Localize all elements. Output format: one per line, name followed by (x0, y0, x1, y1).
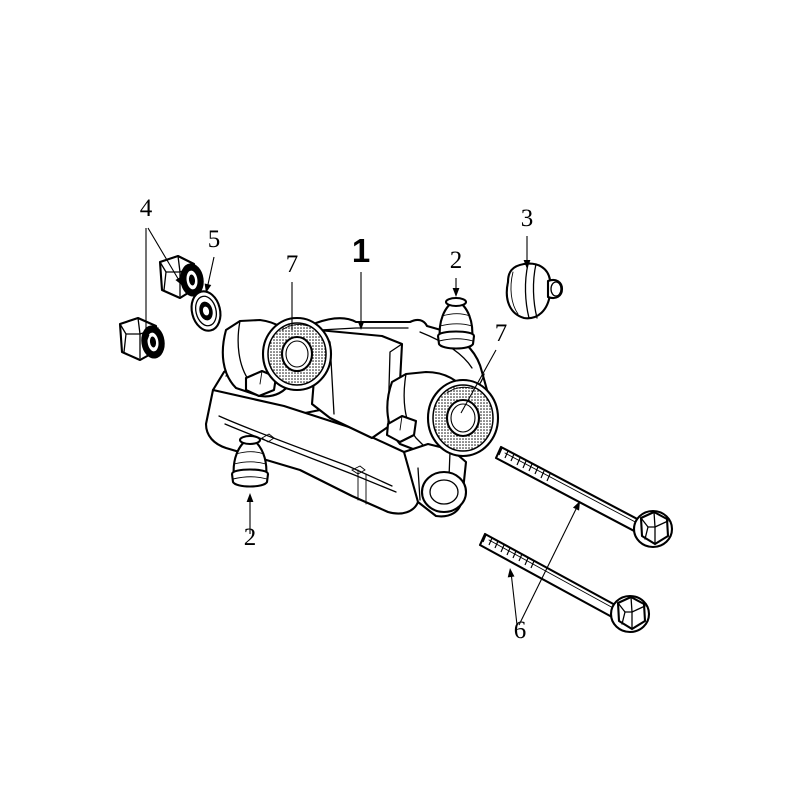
callout-c4-leader-2-arrowhead (175, 276, 183, 286)
callout-label-c5: 5 (208, 226, 221, 253)
callout-c6-leader-2-arrowhead (507, 568, 515, 578)
callout-c4-leader-1-arrowhead (142, 335, 150, 344)
part-lock-nut-lower (118, 316, 165, 362)
callout-label-c7a: 7 (286, 251, 299, 278)
callout-c6-leader-1 (518, 504, 579, 626)
callout-label-c2a: 2 (450, 247, 463, 274)
callout-label-c1: 1 (352, 232, 370, 269)
callout-c4-leader-2 (147, 227, 181, 283)
callout-c2a-leader-arrowhead (452, 288, 460, 297)
callout-c6-leader-1-arrowhead (572, 501, 580, 511)
part-bump-stop-lower (230, 434, 270, 488)
callout-c6-leader-2 (510, 571, 518, 626)
callout-c5-leader-arrowhead (204, 283, 212, 293)
callout-label-c4: 4 (140, 195, 153, 222)
part-washer (190, 290, 222, 332)
part-bump-stop-upper (436, 296, 476, 350)
callout-c7b-leader (460, 349, 497, 414)
part-crossmember-body (204, 317, 489, 518)
part-bushing-front (261, 316, 333, 392)
callout-label-c2b: 2 (244, 524, 257, 551)
lower-mount-eye (420, 470, 468, 514)
callout-c2b-leader-arrowhead (246, 493, 254, 502)
part-flange-bolt-lower (478, 532, 651, 634)
callout-labels: 1 2 2 3 4 5 6 7 7 (140, 195, 534, 644)
part-bushing-rear (426, 378, 500, 458)
callout-label-c3: 3 (521, 205, 534, 232)
callout-label-c6: 6 (514, 617, 527, 644)
callout-leaders (142, 227, 580, 626)
callout-c3-leader-arrowhead (523, 260, 531, 269)
part-rubber-stopper (505, 262, 564, 320)
callout-c1-leader-arrowhead (357, 321, 365, 330)
part-lock-nut-upper (158, 254, 204, 300)
callout-label-c7b: 7 (495, 320, 508, 347)
part-flange-bolt-upper (494, 445, 674, 549)
callout-c5-leader (206, 256, 215, 290)
